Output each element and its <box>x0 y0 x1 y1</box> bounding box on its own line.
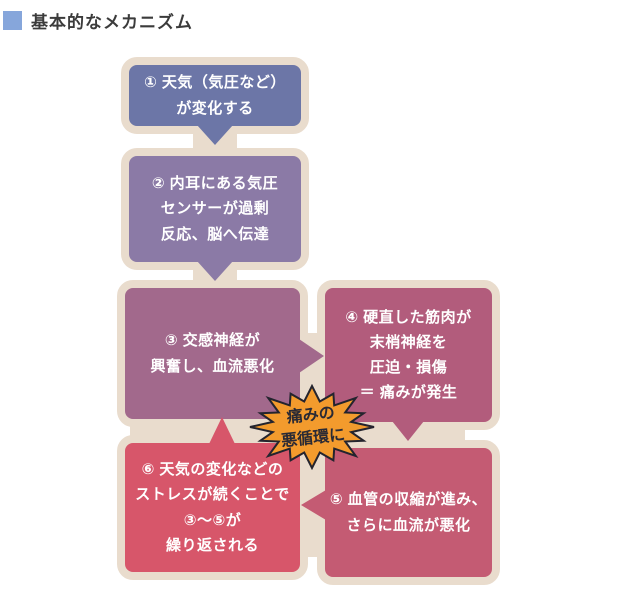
step-4-line: 圧迫・損傷 <box>369 359 448 376</box>
vicious-cycle-starburst: 痛みの 悪循環に <box>248 384 376 470</box>
step-3-line: ③ 交感神経が <box>164 332 261 350</box>
step-6-line: ストレスが続くことで <box>135 486 290 504</box>
arrow-up-step6-icon <box>209 417 235 444</box>
page-title-row: 基本的なメカニズム <box>3 8 193 33</box>
arrow-down-step4-icon <box>392 421 424 441</box>
step-4-line: ＝ 痛みが発生 <box>359 384 458 402</box>
arrow-down-step2-icon <box>197 261 233 281</box>
arrow-down-step1-icon <box>197 125 233 145</box>
starburst-label: 痛みの 悪循環に <box>244 378 380 477</box>
step-6-line: ⑥ 天気の変化などの <box>141 461 284 479</box>
step-5-line: ⑤ 血管の収縮が進み、 <box>329 491 488 509</box>
step-2-line: 反応、脳へ伝達 <box>160 225 270 243</box>
page-title: 基本的なメカニズム <box>31 13 193 32</box>
step-3-line: 興奮し、血流悪化 <box>150 357 275 375</box>
arrow-right-step3-icon <box>299 339 324 373</box>
step-2-line: ② 内耳にある気圧 <box>151 175 279 193</box>
step-5-line: さらに血流が悪化 <box>346 516 471 534</box>
step-1-box: ① 天気（気圧など） が変化する <box>121 57 309 134</box>
step-6-line: 繰り返される <box>165 536 259 554</box>
step-2-line: センサーが過剰 <box>160 200 270 218</box>
step-1-line: が変化する <box>176 99 254 117</box>
starburst-icon <box>249 384 375 470</box>
arrow-left-step5-icon <box>301 490 326 520</box>
step-6-line: ③〜⑤が <box>183 511 242 529</box>
step-1-line: ① 天気（気圧など） <box>144 74 286 92</box>
step-4-line: ④ 硬直した筋肉が <box>345 308 472 326</box>
step-2-box: ② 内耳にある気圧 センサーが過剰 反応、脳へ伝達 <box>121 148 309 270</box>
step-4-line: 末梢神経を <box>369 333 448 351</box>
title-marker-icon <box>3 11 22 30</box>
